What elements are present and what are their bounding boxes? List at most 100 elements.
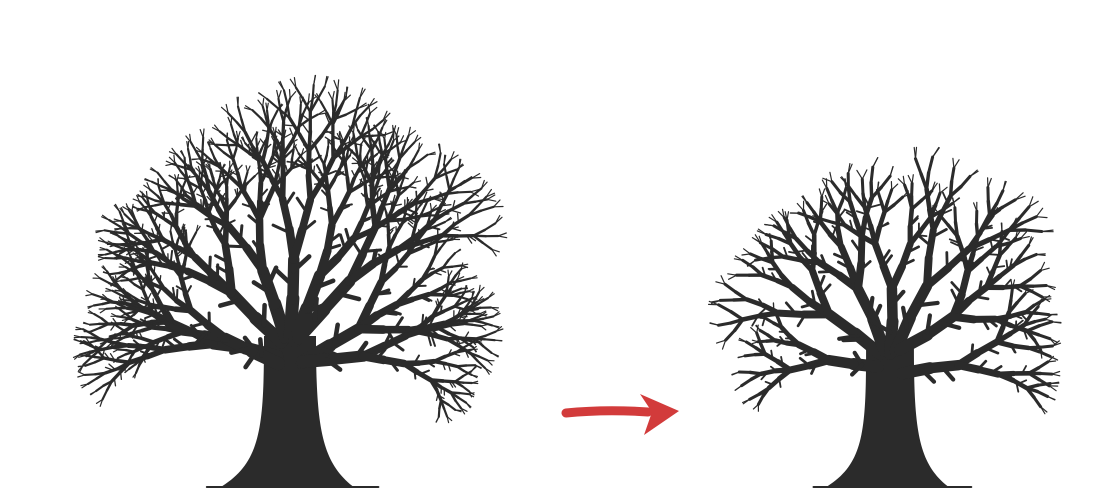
twig — [498, 233, 506, 236]
branch — [797, 239, 808, 251]
branch — [106, 308, 116, 309]
twig — [451, 210, 460, 213]
branch — [792, 287, 810, 302]
twig — [315, 183, 322, 184]
twig — [353, 241, 362, 255]
twig — [228, 117, 231, 124]
branch — [956, 222, 958, 236]
twig — [162, 244, 171, 249]
twig — [240, 226, 242, 242]
branch — [229, 226, 247, 248]
branch — [136, 366, 139, 373]
twig — [857, 170, 862, 179]
branch — [456, 401, 462, 409]
twig — [264, 305, 265, 325]
branch — [993, 256, 1000, 272]
branch — [485, 339, 495, 340]
branch — [213, 178, 215, 187]
twig — [487, 199, 495, 201]
twig — [147, 294, 151, 301]
twig — [160, 276, 161, 283]
branch — [439, 408, 440, 416]
branch — [121, 324, 134, 326]
branch — [418, 155, 427, 162]
twig — [751, 328, 757, 333]
branch — [118, 354, 126, 358]
branch — [422, 328, 439, 331]
branch — [726, 330, 735, 340]
branch — [150, 189, 158, 196]
branch — [310, 160, 311, 170]
branch — [437, 236, 438, 246]
twig — [428, 154, 436, 155]
branch — [1035, 319, 1046, 322]
branch — [955, 208, 956, 222]
twig — [806, 353, 815, 355]
twig — [892, 184, 898, 190]
twig — [995, 266, 1005, 267]
twig — [787, 212, 789, 220]
twig — [422, 315, 423, 324]
branch — [88, 378, 97, 384]
twig — [251, 134, 255, 142]
twig — [78, 375, 85, 377]
branch — [248, 176, 255, 183]
twig — [873, 158, 878, 168]
branch — [216, 145, 227, 146]
branch — [862, 179, 863, 194]
branch — [799, 213, 810, 217]
branch — [129, 364, 135, 369]
branch — [406, 183, 414, 190]
twig — [472, 349, 478, 350]
branch — [758, 341, 767, 342]
twig — [1006, 261, 1007, 271]
branch — [481, 207, 494, 211]
branch — [871, 167, 873, 182]
twig — [439, 270, 445, 272]
twig — [744, 249, 751, 254]
branch — [452, 266, 461, 267]
twig — [335, 325, 338, 343]
twig — [822, 189, 825, 197]
branch — [1025, 230, 1041, 232]
branch — [272, 111, 277, 121]
twig — [396, 253, 399, 264]
twig — [299, 123, 300, 134]
tree-after-pruning — [709, 147, 1061, 487]
twig — [334, 81, 338, 91]
twig — [96, 230, 105, 231]
branch — [464, 350, 472, 351]
branch — [434, 241, 444, 242]
branch — [766, 235, 779, 239]
branch — [1039, 335, 1050, 339]
branch — [336, 90, 338, 105]
branch — [742, 379, 752, 385]
branch — [1019, 207, 1029, 219]
branch — [460, 393, 469, 394]
twig — [229, 246, 245, 247]
branch — [238, 107, 242, 120]
branch — [719, 323, 731, 325]
branch — [227, 177, 228, 187]
twig — [908, 176, 912, 184]
branch — [328, 191, 330, 208]
branch — [397, 136, 398, 148]
branch — [483, 346, 491, 353]
branch — [456, 351, 464, 353]
twig — [797, 204, 803, 211]
branch — [881, 176, 890, 187]
branch — [446, 364, 457, 367]
twig — [121, 372, 122, 379]
twig — [414, 370, 415, 379]
branch — [483, 243, 492, 250]
branch — [1037, 392, 1047, 397]
branch — [463, 324, 472, 325]
twig — [315, 299, 317, 320]
branch — [191, 232, 196, 241]
direction-arrow — [566, 394, 679, 435]
branch — [188, 149, 190, 159]
branch — [1001, 232, 1003, 244]
branch — [345, 154, 347, 164]
branch — [356, 98, 360, 112]
twig — [830, 172, 832, 181]
